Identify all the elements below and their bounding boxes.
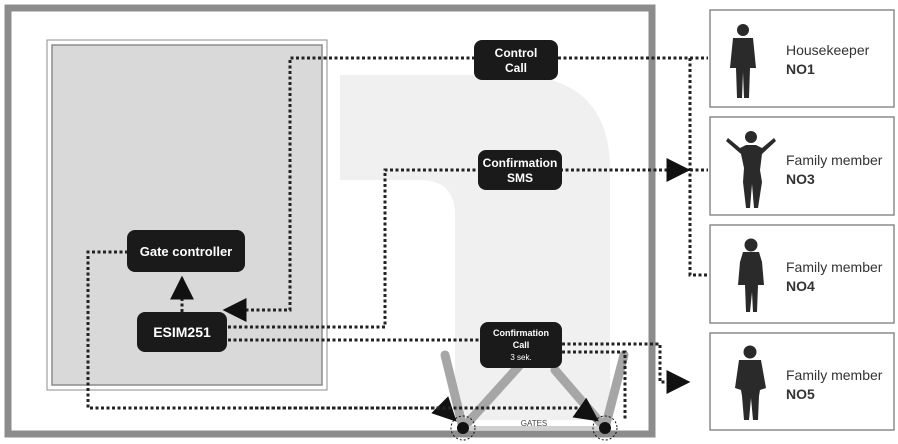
- connector-controller-to-gates: [86, 250, 457, 422]
- contact-title-no5: Family member: [786, 367, 883, 383]
- gates-label: GATES: [521, 419, 548, 428]
- contact-title-no4: Family member: [786, 259, 883, 275]
- gate-controller-label: Gate controller: [140, 244, 232, 259]
- boy-silhouette-icon: [735, 345, 766, 420]
- confirmation-call-line3: 3 sek.: [510, 353, 531, 362]
- contact-card-no4: Family member NO4: [709, 224, 895, 324]
- contact-number-no5: NO5: [786, 386, 815, 402]
- confirmation-call-node: Confirmation Call 3 sek.: [480, 322, 562, 368]
- connector-confcall-to-no5: [562, 342, 691, 394]
- gate-motor-left: [450, 415, 476, 441]
- confirmation-call-line1: Confirmation: [493, 328, 549, 338]
- confirmation-call-line2: Call: [513, 340, 530, 350]
- connector-esim-to-sms: [228, 168, 478, 329]
- connector-no1-trunk: [688, 58, 708, 277]
- connector-confcall-to-gate: [562, 350, 627, 420]
- contact-number-no4: NO4: [786, 278, 815, 294]
- driveway-shape: [340, 75, 610, 420]
- contact-title-no1: Housekeeper: [786, 42, 870, 58]
- contact-card-no3: Family member NO3: [709, 116, 895, 216]
- woman-shrugging-silhouette-icon: [726, 131, 776, 208]
- esim-label: ESIM251: [153, 324, 211, 340]
- control-call-node: Control Call: [474, 40, 558, 80]
- contact-number-no1: NO1: [786, 61, 815, 77]
- contact-number-no3: NO3: [786, 171, 815, 187]
- man-silhouette-icon: [730, 24, 756, 98]
- confirmation-sms-node: Confirmation SMS: [478, 150, 562, 190]
- gate-controller-node: Gate controller: [127, 230, 245, 272]
- confirmation-sms-line2: SMS: [507, 171, 533, 185]
- control-call-line1: Control: [495, 46, 538, 60]
- control-call-line2: Call: [505, 61, 527, 75]
- confirmation-sms-line1: Confirmation: [483, 156, 558, 170]
- contact-card-no5: Family member NO5: [709, 332, 895, 431]
- contact-card-no1: Housekeeper NO1: [709, 9, 895, 108]
- contact-title-no3: Family member: [786, 152, 883, 168]
- connector-bottom-to-right-gate: [250, 397, 599, 422]
- gate-motor-right: [592, 415, 618, 441]
- property-frame: [4, 4, 656, 438]
- connector-control-to-esim: [222, 56, 475, 322]
- girl-silhouette-icon: [738, 238, 764, 312]
- esim-node: ESIM251: [137, 312, 227, 352]
